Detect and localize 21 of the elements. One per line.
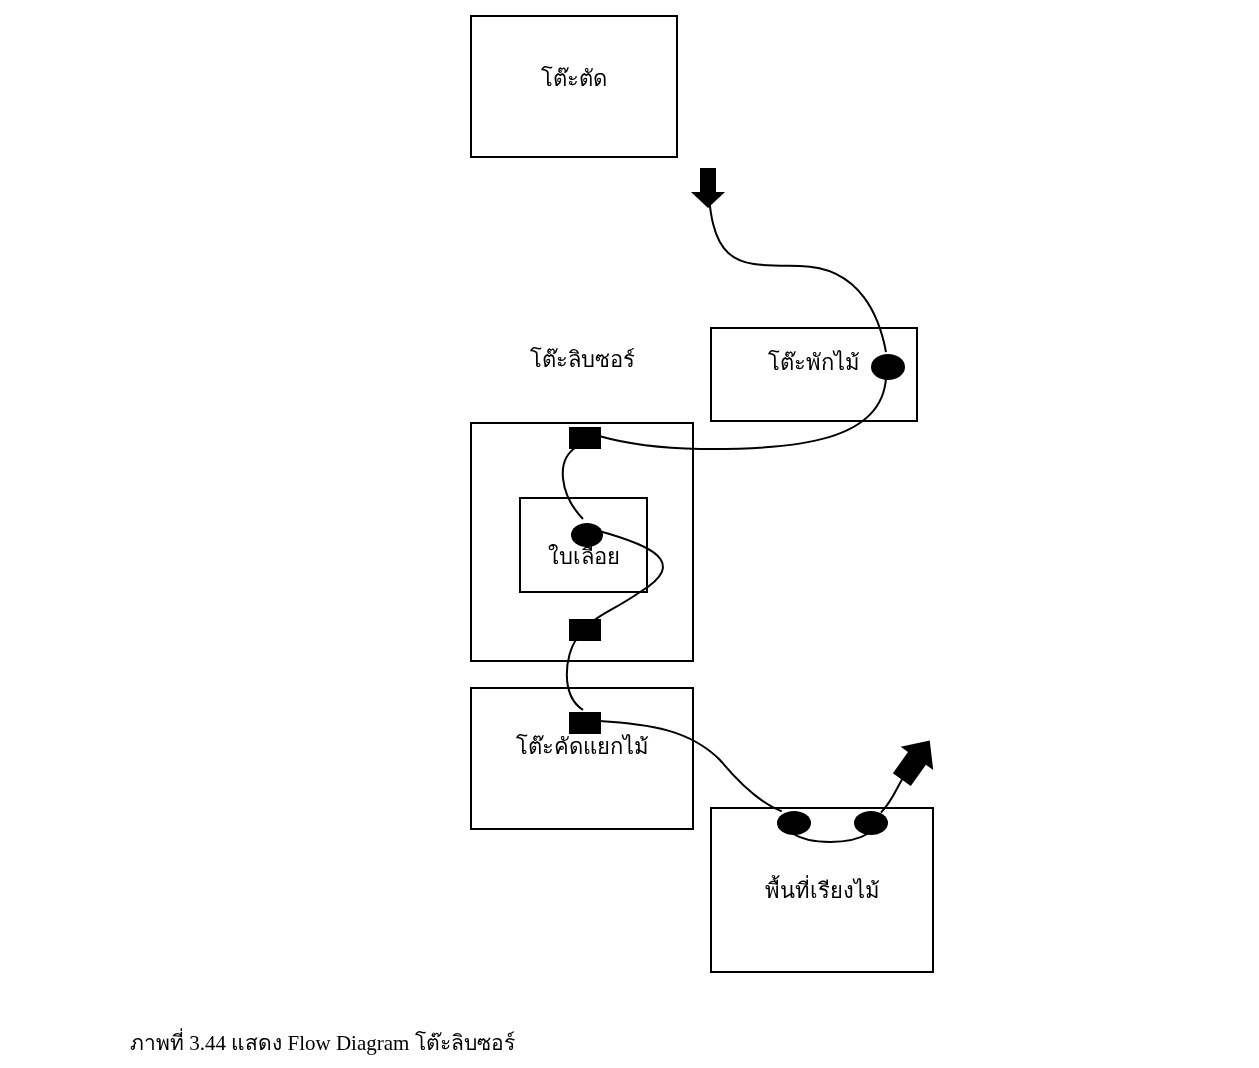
flow-line [691, 167, 887, 353]
flow-line [593, 530, 664, 622]
flow-line [879, 739, 933, 814]
flow-point-ellipse [871, 354, 905, 380]
flow-point-square [569, 619, 601, 641]
box-heading: โต๊ะลิบซอร์ [528, 346, 636, 374]
flow-point-ellipse [777, 811, 811, 835]
station-box [470, 15, 678, 158]
flow-point-square [569, 712, 601, 734]
box-label: ใบเลื่อย [546, 543, 621, 571]
station-box [710, 807, 934, 973]
box-label: โต๊ะพักไม้ [767, 349, 861, 377]
flow-point-ellipse [854, 811, 888, 835]
box-label: โต๊ะคัดแยกไม้ [514, 733, 650, 761]
station-box [710, 327, 918, 422]
figure-caption: ภาพที่ 3.44 แสดง Flow Diagram โต๊ะลิบซอร์ [130, 1026, 515, 1059]
station-box [519, 497, 648, 593]
flow-point-square [569, 427, 601, 449]
box-label: พื้นที่เรียงไม้ [712, 877, 932, 905]
box-label: โต๊ะตัด [540, 65, 608, 93]
station-box [470, 687, 694, 830]
